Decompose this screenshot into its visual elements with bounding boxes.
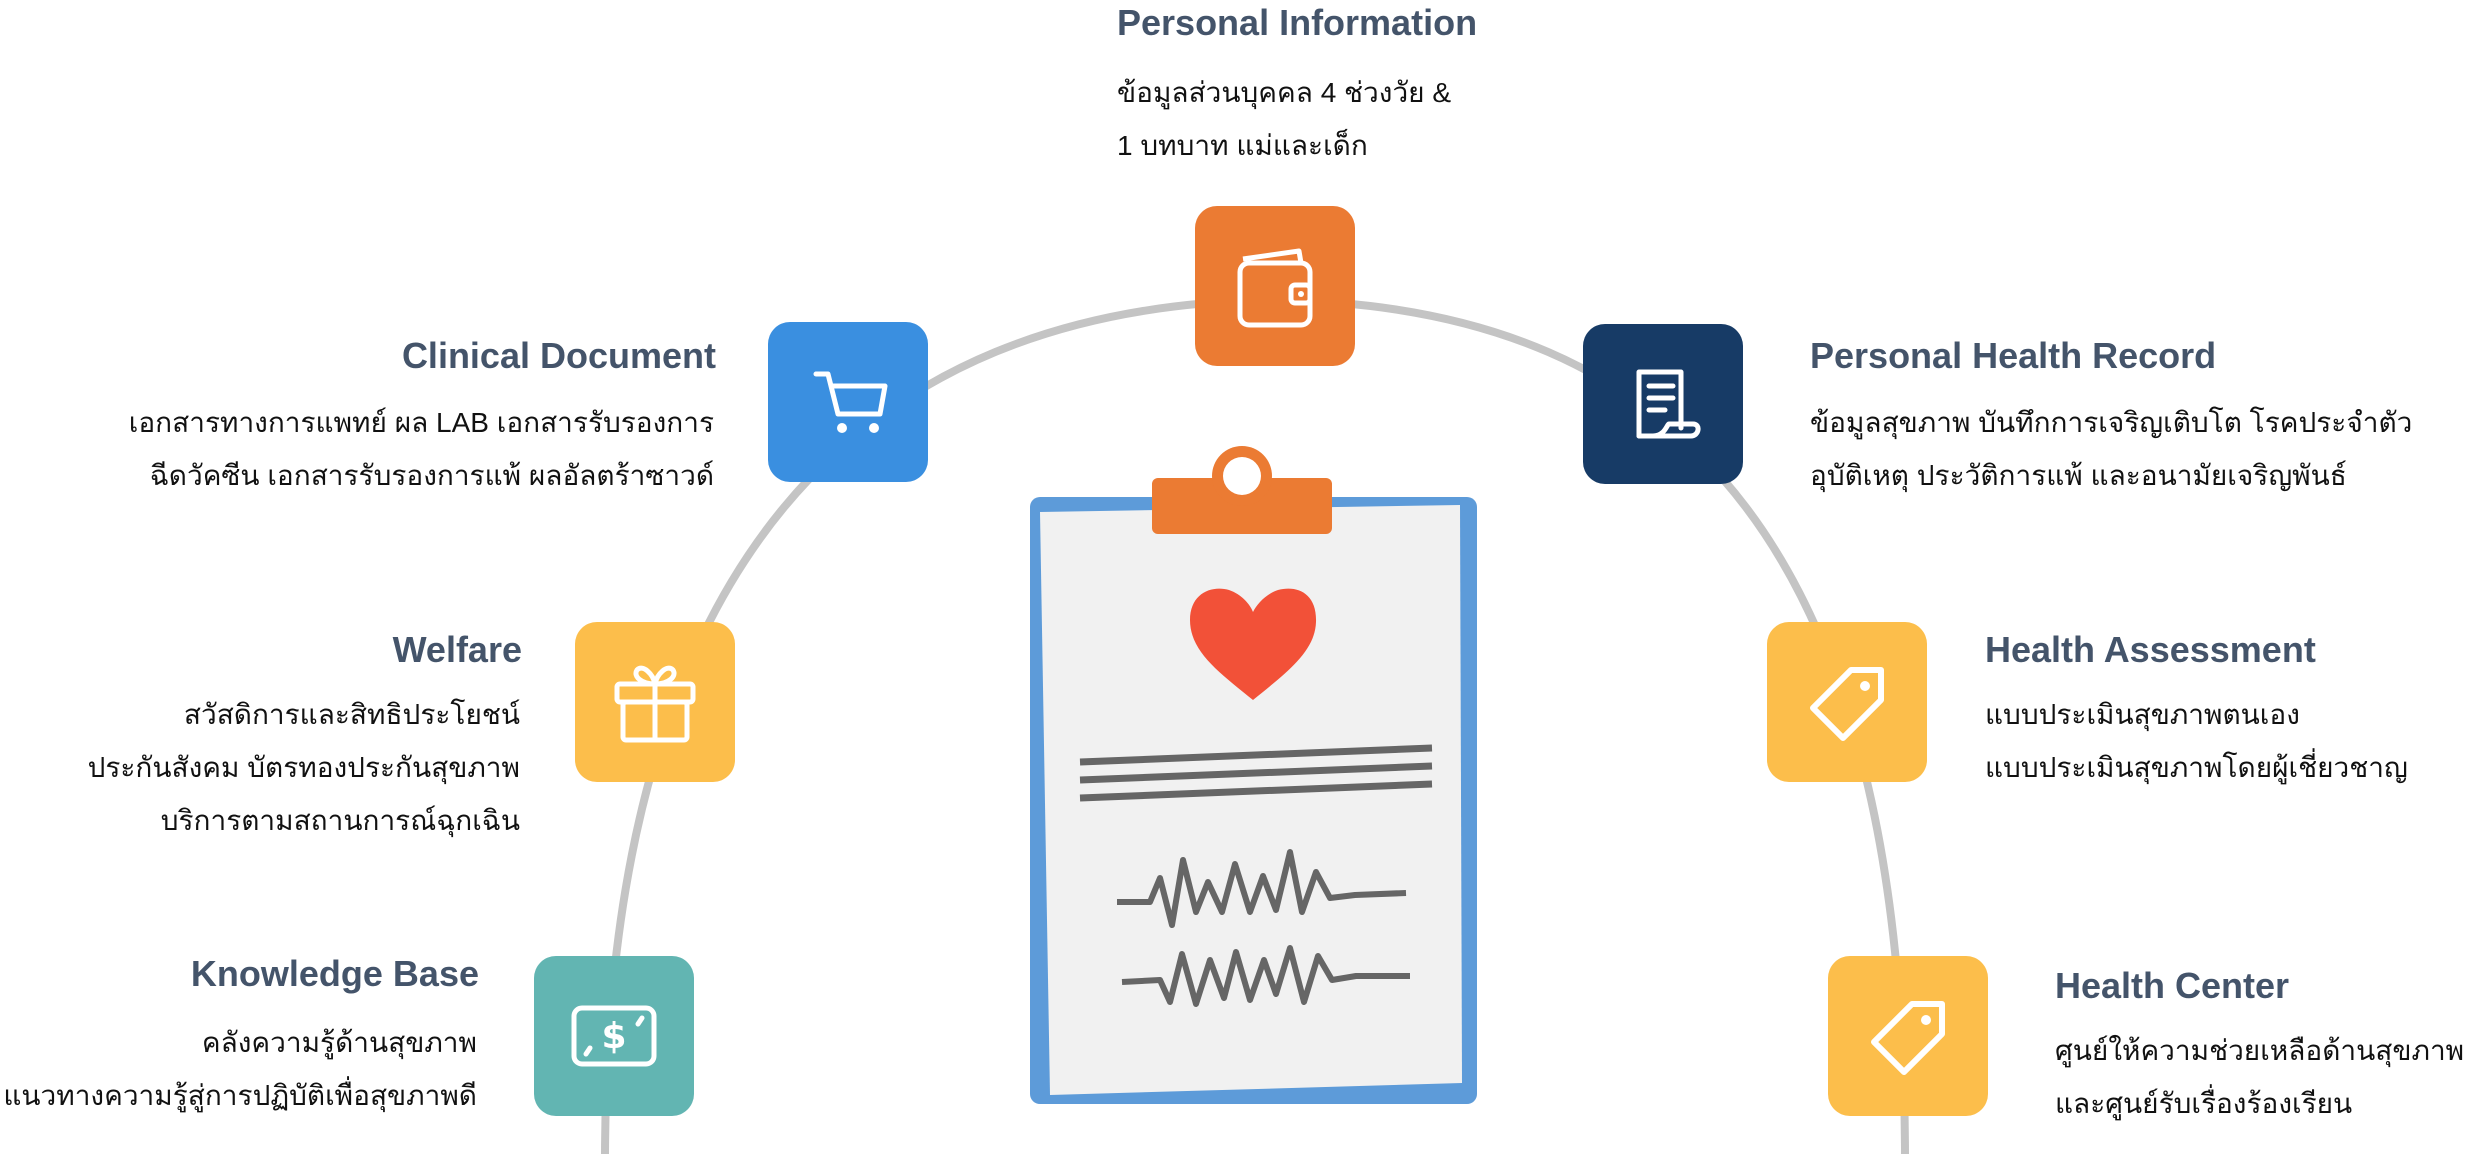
health-assessment-description: แบบประเมินสุขภาพตนเอง แบบประเมินสุขภาพโด… xyxy=(1985,688,2408,794)
description-line: ข้อมูลสุขภาพ บันทึกการเจริญเติบโต โรคประ… xyxy=(1810,407,2413,438)
money-icon: $ xyxy=(571,1005,657,1067)
heart-icon xyxy=(1190,588,1317,700)
tag-icon xyxy=(1810,667,1884,741)
description-line: อุบัติเหตุ ประวัติการแพ้ และอนามัยเจริญพ… xyxy=(1810,460,2347,491)
personal-health-record-tile[interactable] xyxy=(1583,324,1743,484)
description-line: ฉีดวัคซีน เอกสารรับรองการแพ้ ผลอัลตร้าซา… xyxy=(149,460,714,491)
welfare-title: Welfare xyxy=(392,629,522,670)
heartbeat-line xyxy=(1121,945,1410,1007)
wallet-icon xyxy=(1237,248,1313,328)
personal-health-record-title: Personal Health Record xyxy=(1810,335,2217,376)
clinical-document-title: Clinical Document xyxy=(401,335,716,376)
personal-information-title: Personal Information xyxy=(1117,2,1478,43)
clipboard-paper xyxy=(1040,505,1462,1095)
clipboard-clip-hole xyxy=(1223,457,1261,495)
text-line xyxy=(1079,744,1433,766)
knowledge-base-tile[interactable]: $ xyxy=(534,956,694,1116)
description-line: ศูนย์ให้ความช่วยเหลือด้านสุขภาพ xyxy=(2055,1035,2465,1066)
description-line: ข้อมูลส่วนบุคคล 4 ช่วงวัย & xyxy=(1117,77,1452,108)
health-center-tile[interactable] xyxy=(1828,956,1988,1116)
clipboard-heart-icon xyxy=(1030,446,1477,1104)
description-line: และศูนย์รับเรื่องร้องเรียน xyxy=(2055,1088,2353,1119)
tag-icon xyxy=(1871,1001,1945,1075)
description-line: แนวทางความรู้สู่การปฏิบัติเพื่อสุขภาพดี xyxy=(3,1080,477,1111)
personal-health-record-description: ข้อมูลสุขภาพ บันทึกการเจริญเติบโต โรคประ… xyxy=(1810,396,2412,502)
personal-information-tile[interactable] xyxy=(1195,206,1355,366)
cart-icon xyxy=(813,371,888,433)
gift-icon xyxy=(614,665,696,743)
health-assessment-tile[interactable] xyxy=(1767,622,1927,782)
description-line: คลังความรู้ด้านสุขภาพ xyxy=(201,1027,477,1058)
description-line: 1 บทบาท แม่และเด็ก xyxy=(1117,130,1368,161)
description-line: แบบประเมินสุขภาพตนเอง xyxy=(1985,699,2300,730)
description-line: สวัสดิการและสิทธิประโยชน์ xyxy=(183,699,520,730)
document-icon xyxy=(1636,369,1701,439)
clinical-document-description: เอกสารทางการแพทย์ ผล LAB เอกสารรับรองการ… xyxy=(129,396,714,502)
heartbeat-line xyxy=(1117,849,1407,928)
welfare-description: สวัสดิการและสิทธิประโยชน์ ประกันสังคม บั… xyxy=(88,688,520,847)
welfare-tile[interactable] xyxy=(575,622,735,782)
personal-information-description: ข้อมูลส่วนบุคคล 4 ช่วงวัย & 1 บทบาท แม่แ… xyxy=(1117,66,1451,172)
text-line xyxy=(1079,780,1433,802)
description-line: ประกันสังคม บัตรทองประกันสุขภาพ xyxy=(87,752,520,783)
health-center-description: ศูนย์ให้ความช่วยเหลือด้านสุขภาพ และศูนย์… xyxy=(2055,1024,2464,1130)
description-line: แบบประเมินสุขภาพโดยผู้เชี่ยวชาญ xyxy=(1985,752,2408,783)
clinical-document-tile[interactable] xyxy=(768,322,928,482)
knowledge-base-description: คลังความรู้ด้านสุขภาพ แนวทางความรู้สู่กา… xyxy=(3,1016,477,1122)
health-assessment-title: Health Assessment xyxy=(1985,629,2316,670)
text-line xyxy=(1079,762,1433,784)
svg-text:$: $ xyxy=(601,1016,626,1057)
health-center-title: Health Center xyxy=(2055,965,2290,1006)
description-line: เอกสารทางการแพทย์ ผล LAB เอกสารรับรองการ xyxy=(128,407,714,438)
knowledge-base-title: Knowledge Base xyxy=(190,953,479,994)
description-line: บริการตามสถานการณ์ฉุกเฉิน xyxy=(160,805,520,836)
